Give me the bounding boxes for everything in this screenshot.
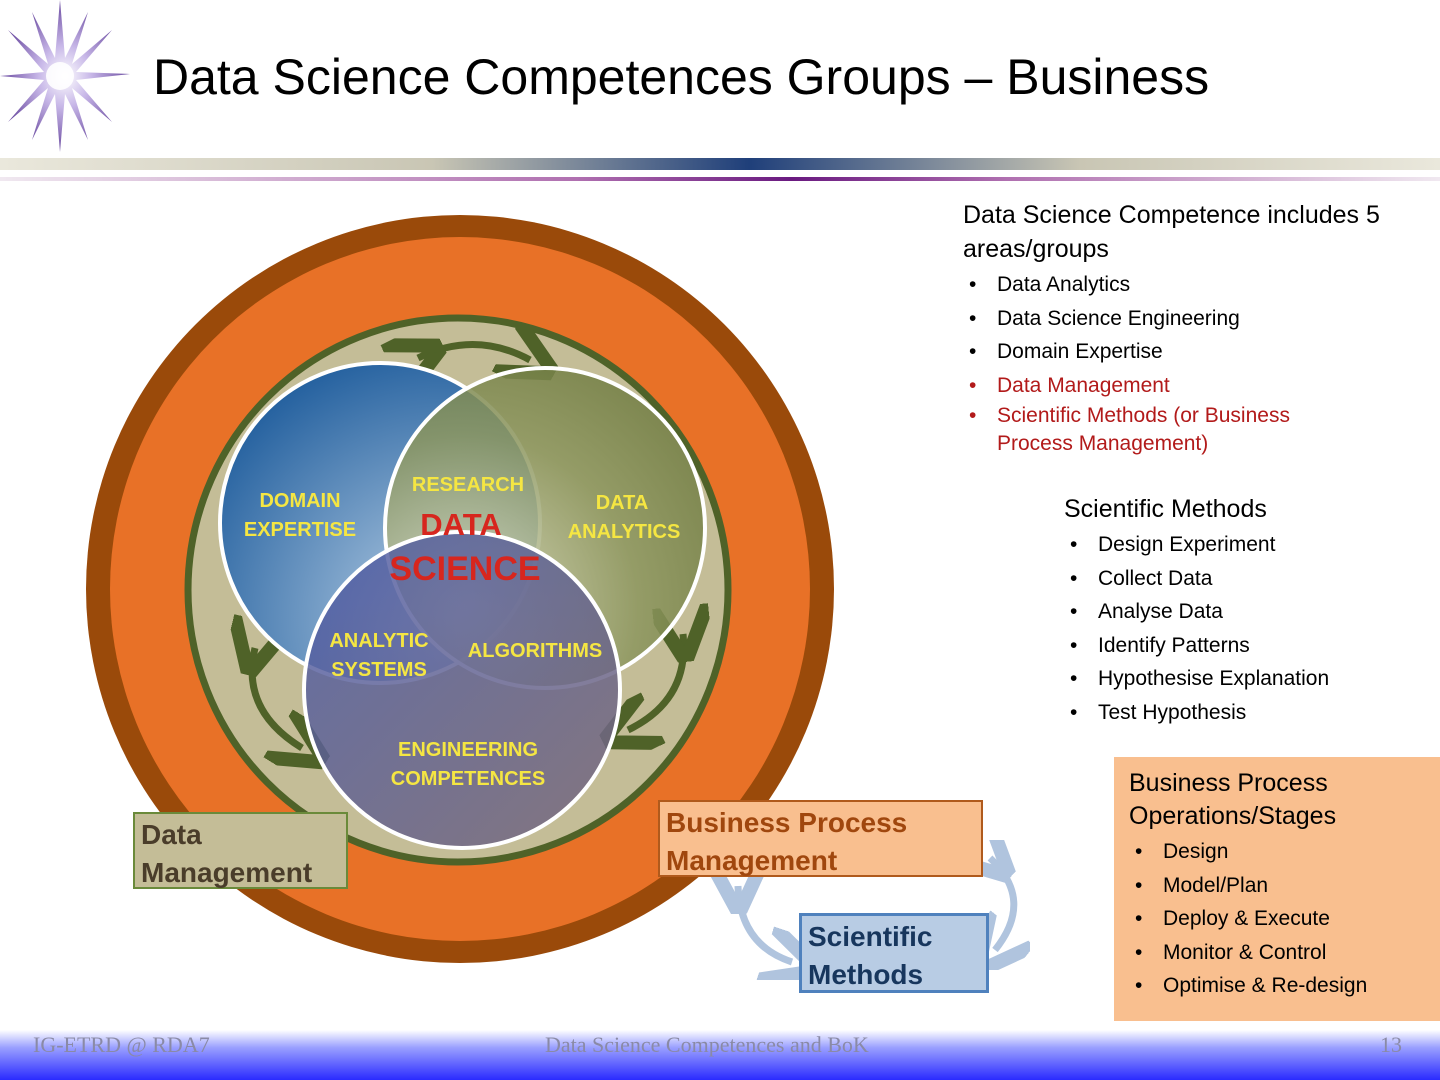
competence-areas-list: Data Analytics Data Science Engineering … xyxy=(963,268,1433,369)
competence-areas-highlighted-list: Data Management Scientific Methods (or B… xyxy=(963,369,1433,459)
slide-title: Data Science Competences Groups – Busine… xyxy=(153,48,1209,106)
scientific-methods-panel: Scientific Methods Design Experiment Col… xyxy=(1064,492,1434,730)
page-number: 13 xyxy=(1380,1032,1402,1058)
list-item: Collect Data xyxy=(1064,562,1434,596)
footer-center-text: Data Science Competences and BoK xyxy=(545,1032,869,1058)
list-item: Scientific Methods (or Business Process … xyxy=(963,402,1357,458)
label-engineering-2: COMPETENCES xyxy=(391,768,545,790)
label-analytic-2: SYSTEMS xyxy=(331,659,427,681)
list-item: Data Management xyxy=(963,369,1433,403)
label-algorithms: ALGORITHMS xyxy=(468,640,602,662)
competence-areas-panel: Data Science Competence includes 5 areas… xyxy=(963,198,1433,458)
bpm-to-sm-arrow xyxy=(738,886,792,962)
label-analytic-1: ANALYTIC xyxy=(329,630,428,652)
business-process-list: Design Model/Plan Deploy & Execute Monit… xyxy=(1129,835,1440,1003)
list-item: Identify Patterns xyxy=(1064,629,1434,663)
label-research: RESEARCH xyxy=(412,474,524,496)
list-item: Design Experiment xyxy=(1064,528,1434,562)
label-data-science-2: SCIENCE xyxy=(389,550,540,588)
label-data-science-1: DATA xyxy=(420,507,502,542)
label-engineering-1: ENGINEERING xyxy=(398,739,538,761)
business-process-heading: Business Process Operations/Stages xyxy=(1129,767,1440,833)
list-item: Data Science Engineering xyxy=(963,302,1433,336)
data-management-box: Data Management xyxy=(133,812,348,889)
list-item: Monitor & Control xyxy=(1129,936,1440,970)
header-rule xyxy=(0,158,1440,170)
list-item: Domain Expertise xyxy=(963,335,1433,369)
competence-areas-heading: Data Science Competence includes 5 areas… xyxy=(963,198,1433,266)
label-domain-2: EXPERTISE xyxy=(244,519,356,541)
label-data-2: ANALYTICS xyxy=(568,521,681,543)
list-item: Data Analytics xyxy=(963,268,1433,302)
list-item: Analyse Data xyxy=(1064,595,1434,629)
list-item: Design xyxy=(1129,835,1440,869)
list-item: Hypothesise Explanation xyxy=(1064,662,1434,696)
footer-left-text: IG-ETRD @ RDA7 xyxy=(33,1032,210,1058)
list-item: Deploy & Execute xyxy=(1129,902,1440,936)
list-item: Optimise & Re-design xyxy=(1129,969,1440,1003)
list-item: Model/Plan xyxy=(1129,869,1440,903)
label-domain-1: DOMAIN xyxy=(259,490,340,512)
scientific-methods-heading: Scientific Methods xyxy=(1064,492,1434,526)
business-process-panel: Business Process Operations/Stages Desig… xyxy=(1114,757,1440,1021)
business-process-management-box: Business Process Management xyxy=(658,800,983,877)
star-logo xyxy=(0,0,130,155)
label-data-1: DATA xyxy=(596,492,649,514)
scientific-methods-list: Design Experiment Collect Data Analyse D… xyxy=(1064,528,1434,730)
list-item: Test Hypothesis xyxy=(1064,696,1434,730)
scientific-methods-box: Scientific Methods xyxy=(799,913,989,993)
